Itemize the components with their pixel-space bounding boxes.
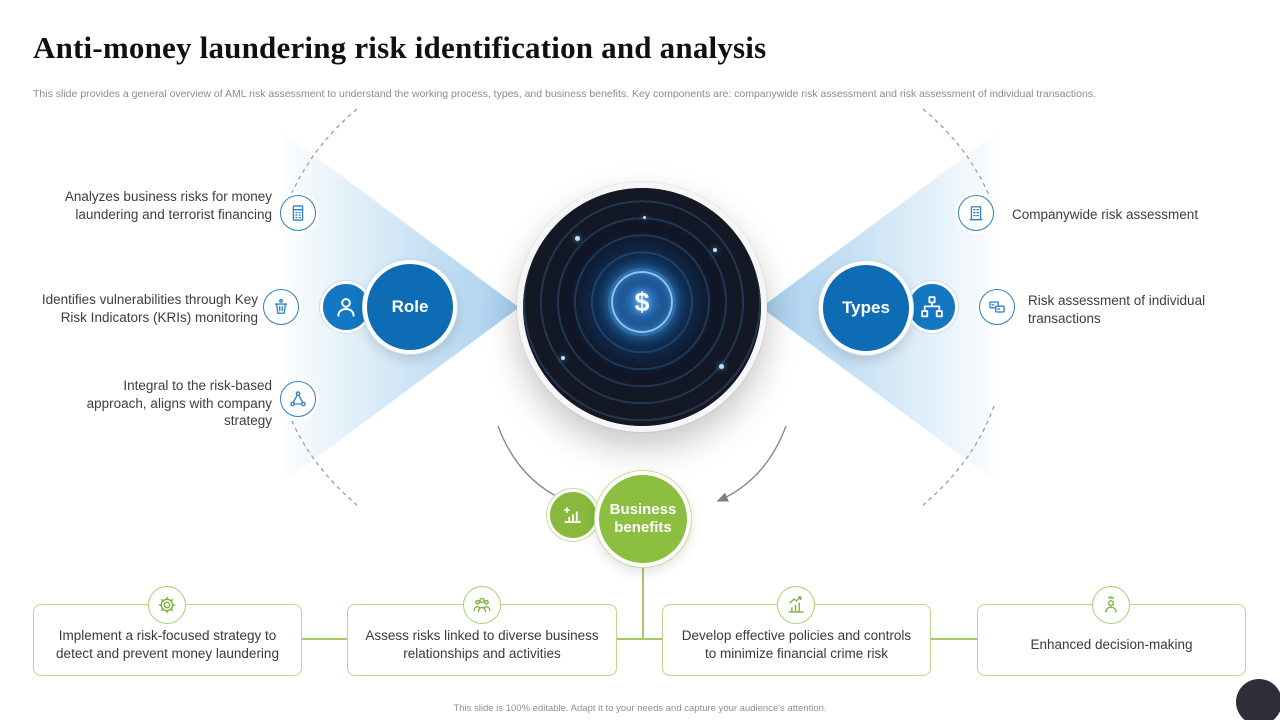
spark-dot [719,364,724,369]
corner-decorative-circle [1236,679,1280,720]
dollar-icon: $ [611,271,673,334]
types-item-text: Companywide risk assessment [1012,207,1199,222]
slide-subtitle: This slide provides a general overview o… [33,88,1096,100]
strategy-network-icon [280,381,316,417]
kri-bin-icon [263,289,299,325]
role-item-text: Analyzes business risks for money launde… [64,189,272,222]
role-item-text: Identifies vulnerabilities through Key R… [41,292,258,325]
types-flowchart-badge [906,281,958,333]
types-circle: Types [819,261,913,355]
types-label: Types [842,298,890,317]
transactions-icon [979,289,1015,325]
role-label: Role [391,297,429,316]
spark-dot [575,236,580,241]
business-benefits-circle: Business benefits [595,471,691,567]
benefits-growth-badge [547,489,599,541]
company-building-icon [958,195,994,231]
decision-person-icon [1092,586,1130,624]
spark-dot [643,216,646,219]
arrow-to-benefits-left [497,425,568,502]
types-item-text: Risk assessment of individual transactio… [1028,293,1206,326]
growth-chart-icon [564,507,581,523]
slide-footer-note: This slide is 100% editable. Adapt it to… [453,703,827,714]
flowchart-icon [921,296,943,318]
benefits-vertical-connector [642,566,644,639]
policy-chart-icon [777,586,815,624]
role-item-text: Integral to the risk-based approach, ali… [86,378,272,429]
arrow-to-benefits-right [716,425,787,502]
calculator-icon [280,195,316,231]
page-title: Anti-money laundering risk identificatio… [33,30,767,65]
role-circle: Role [363,260,457,354]
benefit-box: Implement a risk-focused strategy to det… [33,604,302,676]
person-icon [337,298,355,317]
gear-icon [148,586,186,624]
business-benefits-label: Business benefits [609,501,677,536]
benefits-horizontal-connector [167,638,1112,640]
aml-center-artwork: $ [517,182,767,432]
people-group-icon [463,586,501,624]
spark-dot [561,356,565,360]
spark-dot [713,248,717,252]
